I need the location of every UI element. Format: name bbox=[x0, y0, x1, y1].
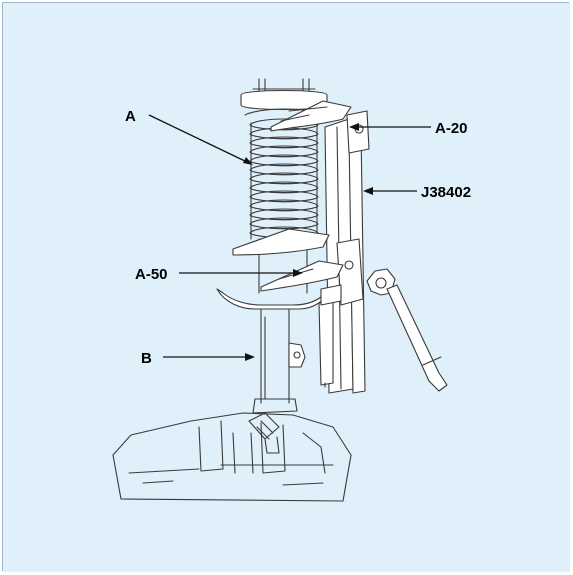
callout-leaders bbox=[148, 114, 431, 361]
bench-vise bbox=[112, 412, 352, 502]
strut-tube bbox=[216, 288, 332, 454]
spring-compressor-tool bbox=[232, 100, 448, 394]
callout-label-b: B bbox=[141, 350, 152, 367]
callout-label-a20: A-20 bbox=[435, 120, 468, 137]
callout-label-a50: A-50 bbox=[135, 266, 168, 283]
strut-spring-compressor-illustration: A A-20 J38402 A-50 B bbox=[3, 3, 570, 572]
callout-label-j38402: J38402 bbox=[421, 184, 471, 201]
diagram-background bbox=[3, 3, 570, 572]
callout-label-a: A bbox=[125, 108, 136, 125]
